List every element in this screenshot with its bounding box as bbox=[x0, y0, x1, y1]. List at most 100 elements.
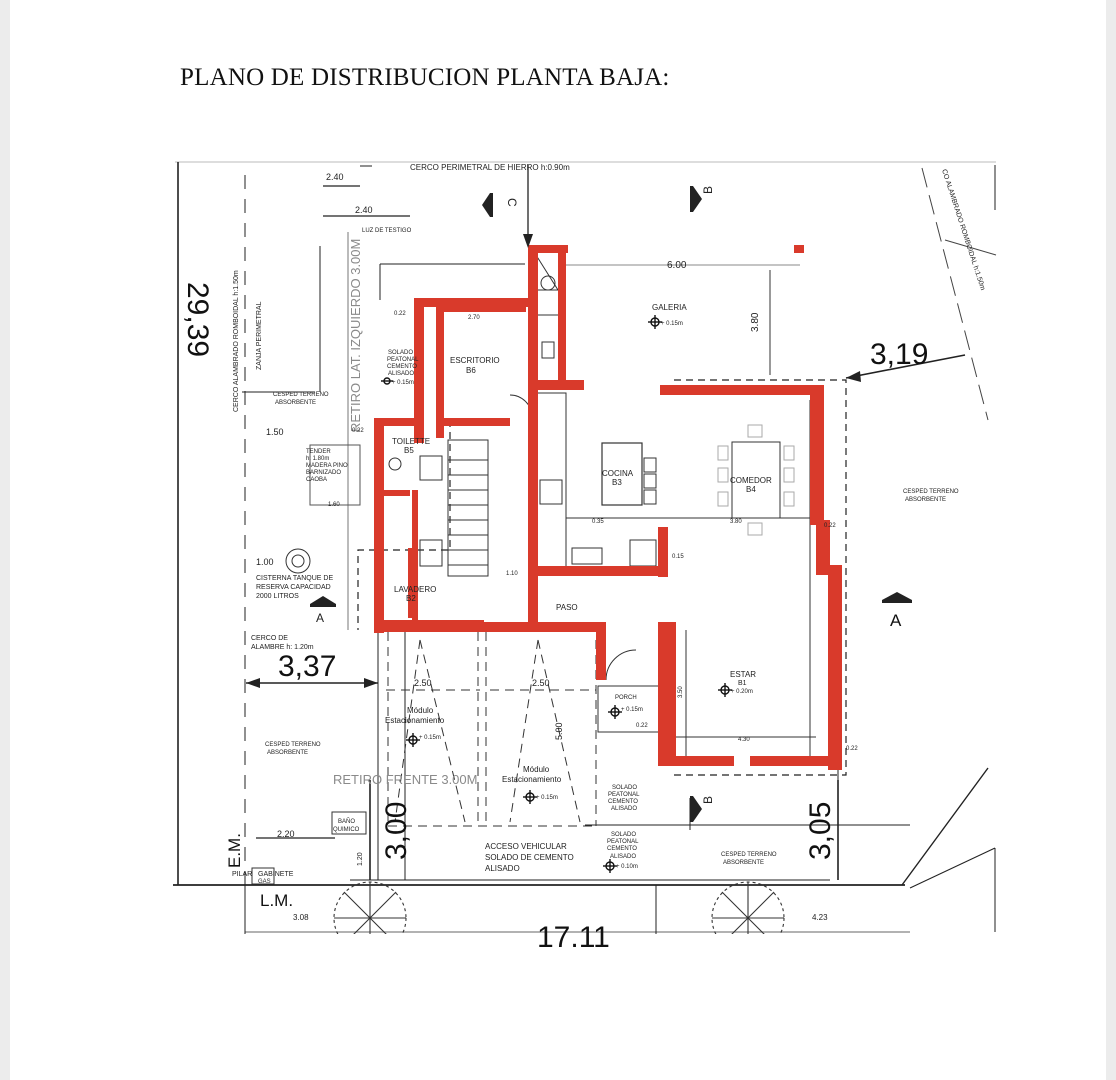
dim-110: 1.10 bbox=[506, 571, 518, 577]
label-solado-a1: SOLADO bbox=[388, 350, 413, 356]
level-galeria: + 0.15m bbox=[661, 321, 683, 327]
label-modulo-1a: Módulo bbox=[407, 706, 434, 715]
level-porch: + 0.15m bbox=[621, 707, 643, 713]
section-markers bbox=[310, 186, 912, 822]
room-lavadero: LAVADERO bbox=[394, 585, 436, 594]
dim-600: 6.00 bbox=[667, 260, 687, 271]
dim-319: 3,19 bbox=[870, 338, 928, 371]
label-acceso-2: SOLADO DE CEMENTO bbox=[485, 853, 574, 862]
arrowheads bbox=[246, 234, 861, 688]
label-modulo-2a: Módulo bbox=[523, 765, 550, 774]
section-a-right: A bbox=[890, 611, 902, 630]
label-solado-c3: CEMENTO bbox=[607, 846, 637, 852]
drawing-sheet: PLANO DE DISTRIBUCION PLANTA BAJA: bbox=[10, 0, 1106, 1080]
label-cesped-4b: ABSORBENTE bbox=[723, 860, 764, 866]
section-b-top: B bbox=[701, 186, 715, 194]
label-cisterna-3: 2000 LITROS bbox=[256, 593, 299, 600]
label-acceso-1: ACCESO VEHICULAR bbox=[485, 842, 567, 851]
section-c: C bbox=[505, 198, 519, 207]
label-em: E.M. bbox=[225, 833, 244, 868]
floor-plan: 29,39 3,19 3,37 3,00 3,05 17.11 E.M. L.M… bbox=[10, 161, 1106, 1080]
dim-430: 4.30 bbox=[738, 737, 750, 743]
label-solado-c4: ALISADO bbox=[610, 854, 636, 860]
room-escritorio-code: B6 bbox=[466, 366, 476, 375]
label-tender-1: TENDER bbox=[306, 449, 331, 455]
label-cerco-alambre-2: ALAMBRE h: 1.20m bbox=[251, 644, 314, 651]
label-lm: L.M. bbox=[260, 891, 293, 910]
terrace-dashed bbox=[357, 379, 847, 776]
room-toilette: TOILETTE bbox=[392, 437, 430, 446]
dim-bottom-total: 17.11 bbox=[537, 921, 610, 954]
parking-lines bbox=[386, 632, 597, 827]
label-luz-testigo: LUZ DE TESTIGO bbox=[362, 228, 412, 234]
page-title: PLANO DE DISTRIBUCION PLANTA BAJA: bbox=[180, 64, 670, 91]
dim-022-e: 0.22 bbox=[846, 746, 858, 752]
label-cesped-3b: ABSORBENTE bbox=[267, 750, 308, 756]
label-solado-b2: PEATONAL bbox=[608, 792, 640, 798]
section-a-left: A bbox=[316, 611, 324, 625]
room-comedor: COMEDOR bbox=[730, 476, 772, 485]
dim-300: 3,00 bbox=[380, 802, 413, 860]
label-cerco-hierro: CERCO PERIMETRAL DE HIERRO h:0.90m bbox=[410, 163, 570, 172]
label-cerco-romboidal-left: CERCO ALAMBRADO ROMBOIDAL h:1.50m bbox=[233, 270, 240, 412]
dim-100: 1.00 bbox=[256, 557, 274, 567]
label-bano-2: QUIMICO bbox=[333, 827, 360, 833]
label-solado-c1: SOLADO bbox=[611, 832, 636, 838]
label-cerco-romboidal-right: CO ALAMBRADO ROMBOIDAL h:1.50m bbox=[940, 168, 986, 291]
level-solado-left: + 0.15m bbox=[392, 380, 414, 386]
label-tender-4: BARNIZADO bbox=[306, 470, 341, 476]
dim-220: 2.20 bbox=[277, 829, 295, 839]
label-cisterna-2: RESERVA CAPACIDAD bbox=[256, 584, 331, 591]
dim-022-d: 0.22 bbox=[636, 723, 648, 729]
label-cesped-2b: ABSORBENTE bbox=[905, 497, 946, 503]
dim-022-b: 0.22 bbox=[352, 428, 364, 434]
dim-270: 2.70 bbox=[468, 315, 480, 321]
dim-305: 3,05 bbox=[804, 802, 837, 860]
dim-022-c: 0.22 bbox=[824, 523, 836, 529]
label-acceso-3: ALISADO bbox=[485, 864, 520, 873]
dim-120: 1.20 bbox=[357, 852, 364, 866]
label-modulo-2b: Estacionamiento bbox=[502, 775, 562, 784]
room-cocina: COCINA bbox=[602, 469, 634, 478]
room-cocina-code: B3 bbox=[612, 478, 622, 487]
room-toilette-code: B5 bbox=[404, 446, 414, 455]
dim-308: 3.08 bbox=[293, 913, 309, 922]
label-cesped-2a: CESPED TERRENO bbox=[903, 489, 959, 495]
dim-380-h: 3.80 bbox=[730, 519, 742, 525]
dim-337: 3,37 bbox=[278, 650, 336, 683]
label-solado-a2: PEATONAL bbox=[387, 357, 419, 363]
level-estar: + 0.20m bbox=[731, 689, 753, 695]
label-tender-5: CAOBA bbox=[306, 477, 327, 483]
dim-150: 1.50 bbox=[266, 427, 284, 437]
dim-035: 0.35 bbox=[592, 519, 604, 525]
label-zanja: ZANJA PERIMETRAL bbox=[256, 301, 263, 370]
level-modulo-2: + 0.15m bbox=[536, 795, 558, 801]
label-solado-a3: CEMENTO bbox=[387, 364, 417, 370]
room-lavadero-code: B2 bbox=[406, 594, 416, 603]
dim-250-b: 2.50 bbox=[532, 678, 550, 688]
dim-380-v: 3.80 bbox=[750, 312, 761, 332]
room-comedor-code: B4 bbox=[746, 485, 756, 494]
dim-022-a: 0.22 bbox=[394, 311, 406, 317]
label-solado-b4: ALISADO bbox=[611, 806, 637, 812]
level-markers bbox=[381, 315, 732, 873]
room-porch: PORCH bbox=[615, 695, 637, 701]
level-modulo-1: + 0.15m bbox=[419, 735, 441, 741]
label-cesped-3a: CESPED TERRENO bbox=[265, 742, 321, 748]
sheet-bottom bbox=[10, 934, 1106, 1080]
dim-total-depth: 29,39 bbox=[181, 282, 214, 357]
label-gas: GAS bbox=[258, 879, 271, 885]
room-paso: PASO bbox=[556, 603, 578, 612]
dimension-lines bbox=[246, 165, 966, 880]
dim-423: 4.23 bbox=[812, 913, 828, 922]
dim-240: 2.40 bbox=[355, 205, 373, 215]
dim-015: 0.15 bbox=[672, 554, 684, 560]
label-cerco-alambre-1: CERCO DE bbox=[251, 635, 288, 642]
dim-350: 3.50 bbox=[678, 686, 684, 698]
label-tender-2: h: 1.80m bbox=[306, 456, 329, 462]
label-cesped-1b: ABSORBENTE bbox=[275, 400, 316, 406]
label-retiro-lateral: RETIRO LAT. IZQUIERDO 3.00M bbox=[348, 239, 363, 432]
room-galeria: GALERIA bbox=[652, 303, 687, 312]
level-solado: + 0.10m bbox=[616, 864, 638, 870]
room-escritorio: ESCRITORIO bbox=[450, 356, 500, 365]
